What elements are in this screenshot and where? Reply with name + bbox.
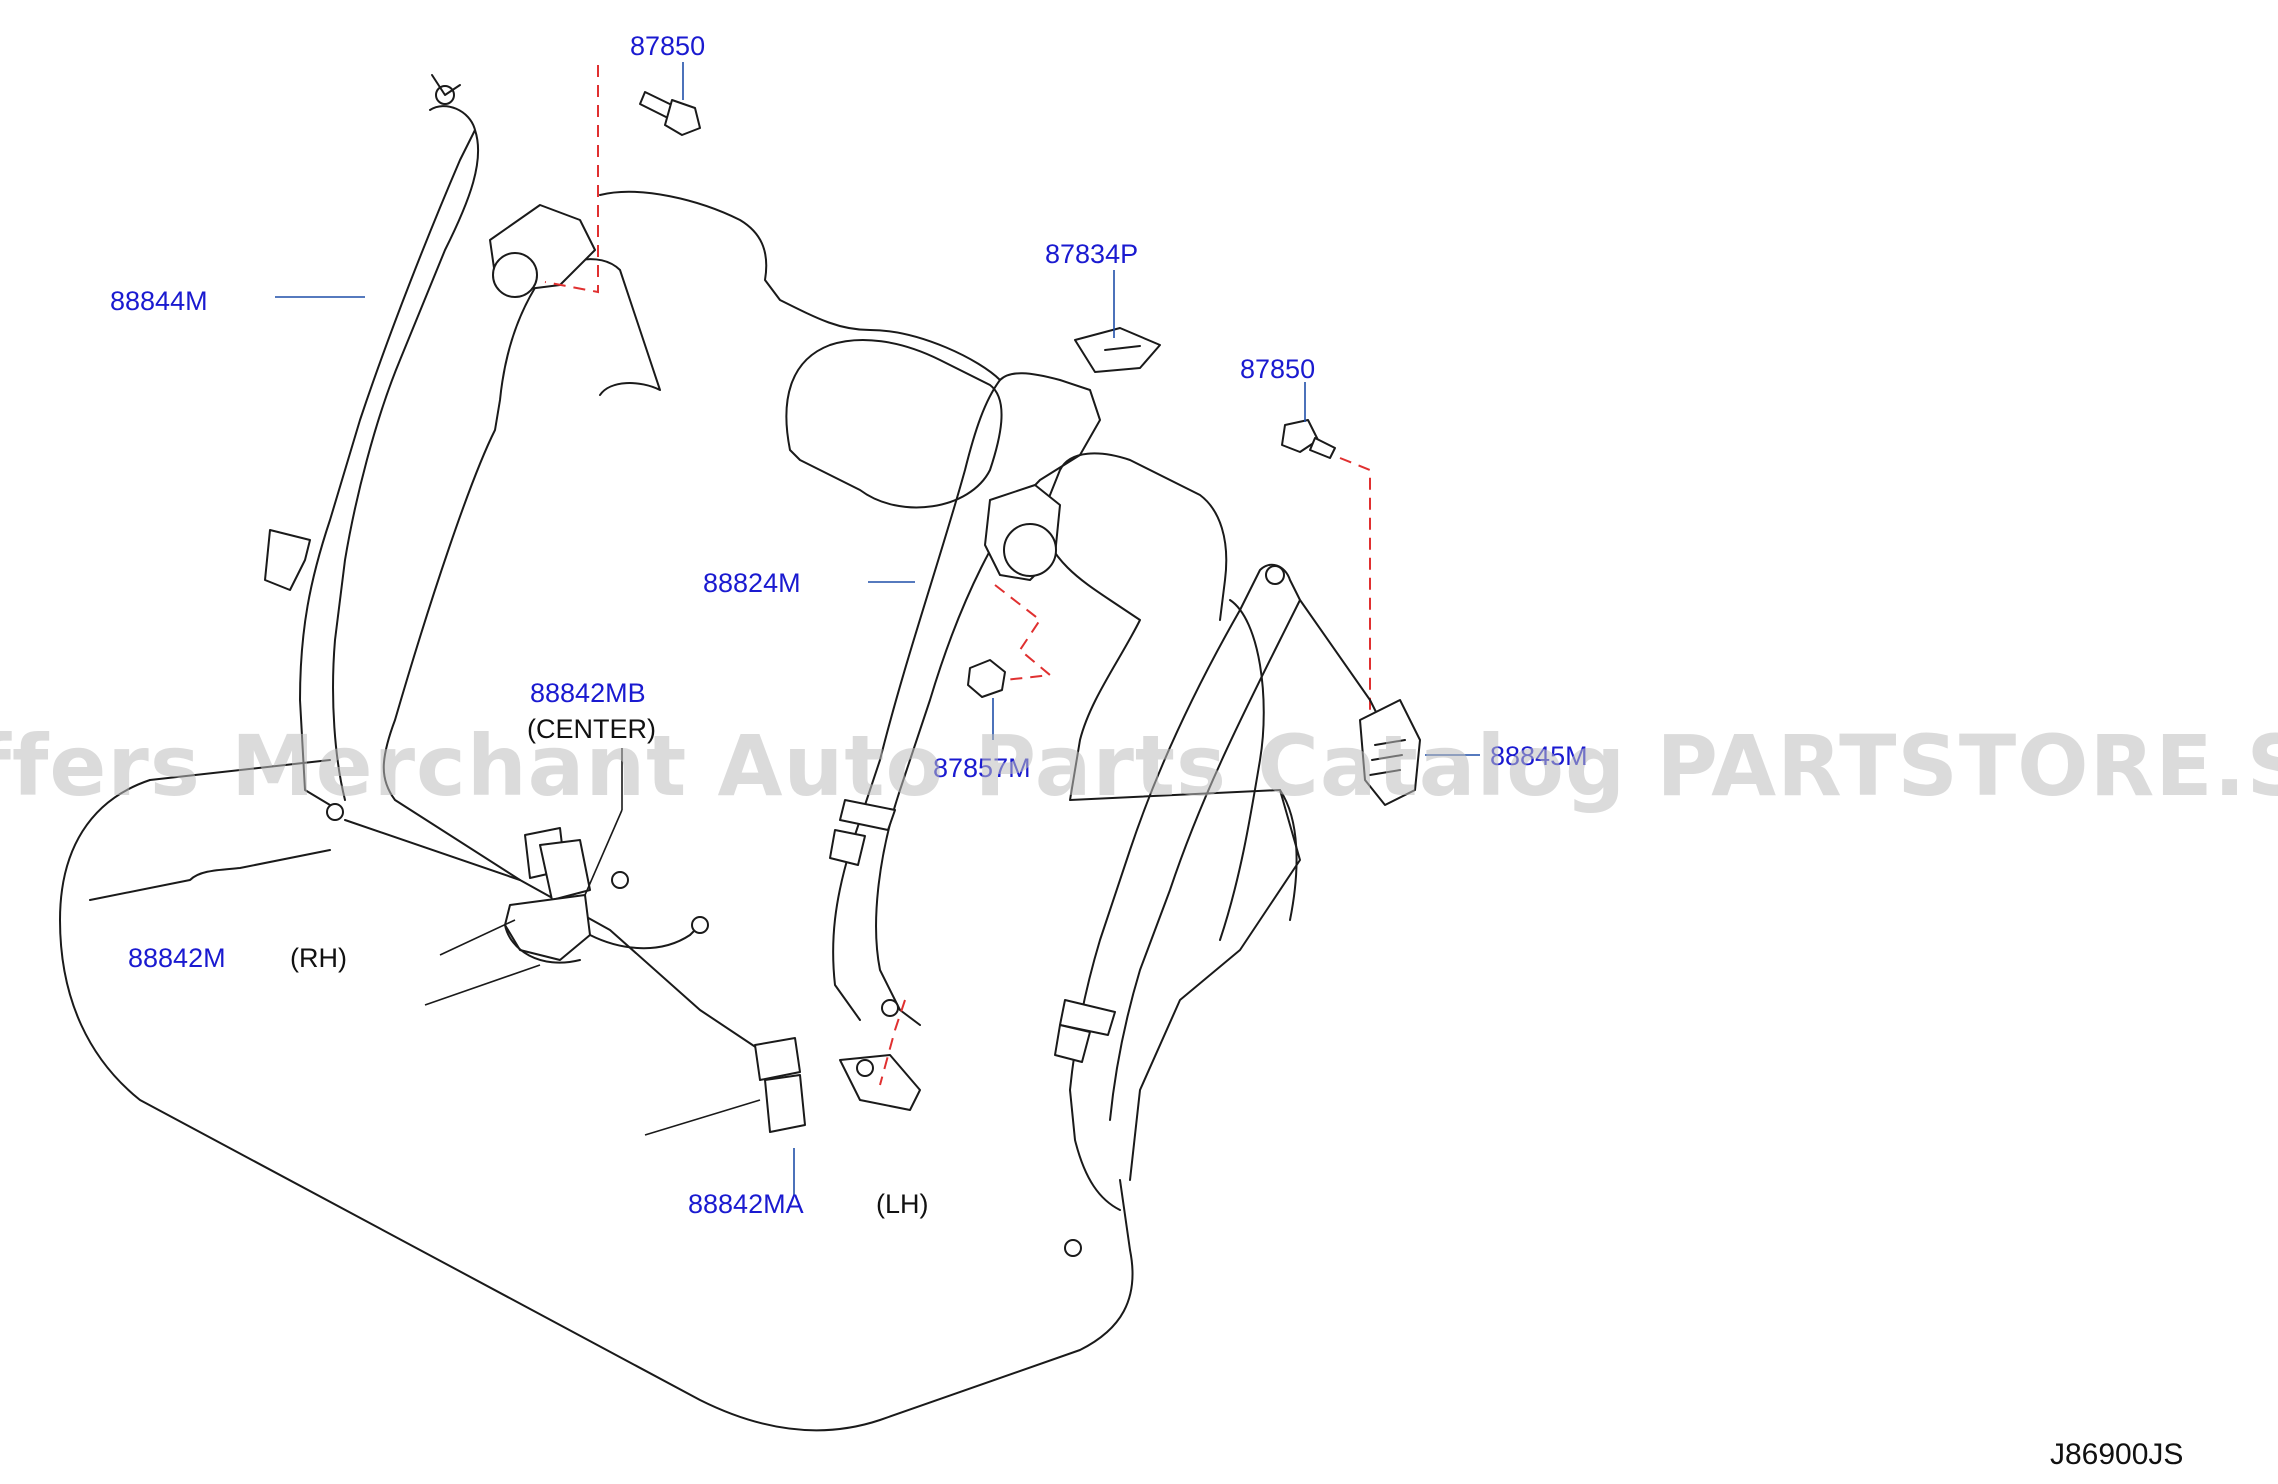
watermark: Offers Merchant Auto Parts Catalog PARTS… xyxy=(0,717,2278,815)
belt-tongue-right xyxy=(1054,1024,1091,1063)
label-belt-lh-outer: 88824M xyxy=(703,568,801,598)
label-bolt-right: 87850 xyxy=(1240,354,1315,384)
label-nut: 87857M xyxy=(933,753,1031,783)
buckle-rh-bolt xyxy=(611,871,629,889)
buckle-rh-bolt-2 xyxy=(691,916,709,934)
seat-back-center-bolster xyxy=(785,339,1003,509)
retractor-right xyxy=(1359,699,1421,806)
label-cover: 87834P xyxy=(1045,239,1138,269)
note-center: (CENTER) xyxy=(527,714,656,744)
buckle-lh xyxy=(754,1037,921,1133)
diagram-code: J86900JS xyxy=(2050,1438,2183,1471)
buckle-rh-strap xyxy=(504,919,706,964)
label-belt-rh-outer: 88844M xyxy=(110,286,208,316)
phantom-line-nut xyxy=(994,584,1053,681)
bolt-right-87850 xyxy=(1281,419,1336,459)
belt-rh-outer xyxy=(299,105,480,806)
label-bolt-top: 87850 xyxy=(630,31,705,61)
seat-cushion xyxy=(59,779,1134,1432)
label-buckle-lh: 88842MA xyxy=(688,1189,804,1219)
anchor-bolt-right-top xyxy=(1265,565,1285,585)
nut-87857M xyxy=(967,659,1006,698)
seat-cushion-edge xyxy=(89,759,331,901)
phantom-line-lh-buckle xyxy=(879,999,906,1086)
rh-belt-lower-run xyxy=(344,819,761,1051)
belt-tongue-lh xyxy=(829,829,866,866)
belt-lh-outer xyxy=(832,372,1101,1026)
seat-back-rh xyxy=(599,190,1001,381)
anchor-bolt-right-bottom xyxy=(1064,1239,1082,1257)
label-retractor-right: 88845M xyxy=(1490,741,1588,771)
belt-guide-lh xyxy=(839,799,896,831)
buckle-lh-bolt xyxy=(856,1059,874,1077)
anchor-bolt-rh-bottom xyxy=(326,803,344,821)
retractor-center-spool xyxy=(1003,523,1057,577)
anchor-bolt-lh-bottom xyxy=(881,999,899,1017)
belt-guide-right xyxy=(1059,999,1116,1036)
retractor-top-spool xyxy=(492,252,538,298)
note-rh: (RH) xyxy=(290,943,347,973)
buckle-center xyxy=(504,827,591,961)
phantom-line-top xyxy=(544,65,599,294)
note-lh: (LH) xyxy=(876,1189,929,1219)
cover-87834P xyxy=(1074,327,1161,373)
belt-guide-rh xyxy=(264,529,311,591)
seat-back-lh-side xyxy=(1219,599,1298,941)
bolt-top-87850 xyxy=(639,91,701,136)
label-buckle-center: 88842MB xyxy=(530,678,646,708)
label-buckle-rh: 88842M xyxy=(128,943,226,973)
seat-back-lh xyxy=(1039,452,1301,1181)
